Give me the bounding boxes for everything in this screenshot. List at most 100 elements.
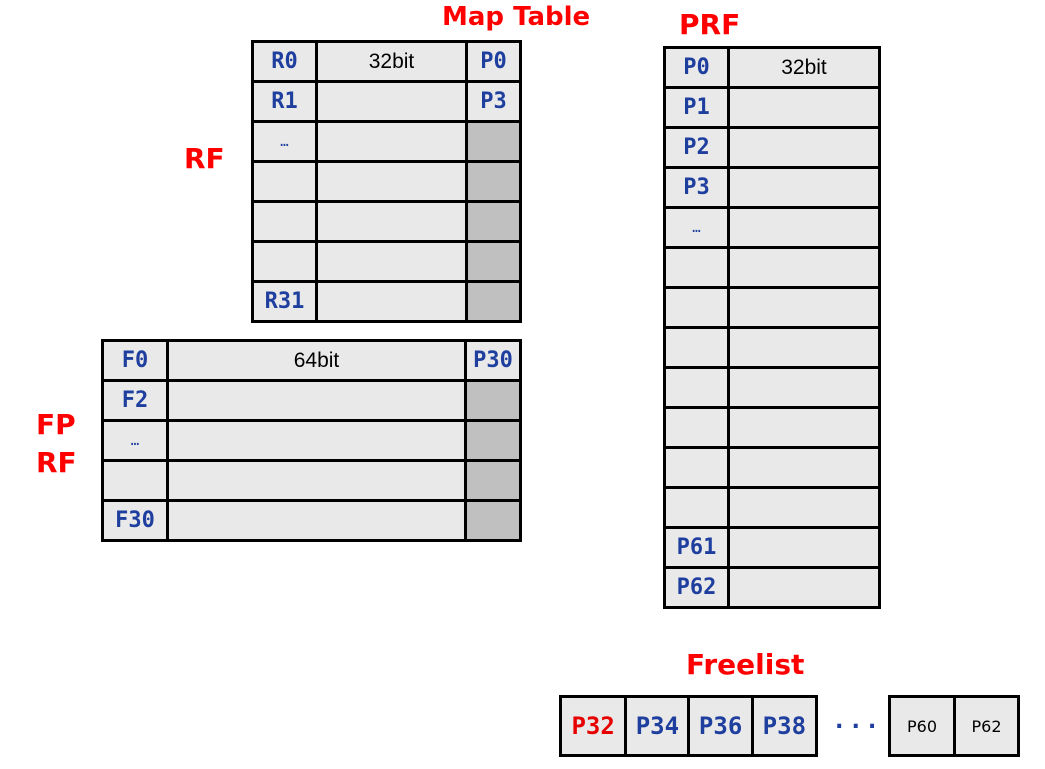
- fprf-row: [101, 459, 522, 502]
- prf-value-cell: [727, 206, 881, 249]
- prf-value-cell: [727, 446, 881, 489]
- prf-row: [663, 246, 881, 289]
- fprf-reg-name: F2: [101, 379, 169, 422]
- prf-reg-name: P62: [663, 566, 730, 609]
- rf-map-entry: [465, 240, 522, 283]
- rf-reg-name: [251, 160, 318, 203]
- prf-reg-name: P3: [663, 166, 730, 209]
- prf-value-cell: [727, 86, 881, 129]
- prf-value-cell: [727, 246, 881, 289]
- prf-reg-name: [663, 446, 730, 489]
- prf-row: P61: [663, 526, 881, 569]
- fprf-reg-name: [101, 459, 169, 502]
- rf-value-cell: [315, 280, 468, 323]
- prf-row: P1: [663, 86, 881, 129]
- rf-row: [251, 200, 522, 243]
- prf-value-cell: [727, 166, 881, 209]
- prf-row: P62: [663, 566, 881, 609]
- rf-value-cell: 32bit: [315, 40, 468, 83]
- fprf-map-entry: [464, 459, 522, 502]
- fprf-map-entry: [464, 499, 522, 542]
- rf-value-cell: [315, 200, 468, 243]
- rf-label: RF: [184, 142, 225, 175]
- prf-value-cell: [727, 126, 881, 169]
- prf-value-cell: [727, 526, 881, 569]
- prf-reg-name: P61: [663, 526, 730, 569]
- prf-row: [663, 486, 881, 529]
- rf-reg-name: [251, 200, 318, 243]
- rf-map-entry: P3: [465, 80, 522, 123]
- fprf-row: …: [101, 419, 522, 462]
- rf-reg-name: R0: [251, 40, 318, 83]
- rf-reg-name: …: [251, 120, 318, 163]
- rf-reg-name: R31: [251, 280, 318, 323]
- rf-value-cell: [315, 240, 468, 283]
- prf-reg-name: [663, 286, 730, 329]
- freelist-ellipsis: ···: [832, 712, 882, 740]
- fprf-reg-name: F0: [101, 339, 169, 382]
- fprf-reg-name: …: [101, 419, 169, 462]
- prf-row: [663, 366, 881, 409]
- rf-map-entry: [465, 280, 522, 323]
- prf-row: P2: [663, 126, 881, 169]
- rf-row: …: [251, 120, 522, 163]
- prf-row: …: [663, 206, 881, 249]
- prf-value-cell: [727, 486, 881, 529]
- rf-map-entry: [465, 160, 522, 203]
- prf-value-cell: [727, 326, 881, 369]
- fprf-map-entry: P30: [464, 339, 522, 382]
- prf-reg-name: [663, 326, 730, 369]
- prf-row: [663, 446, 881, 489]
- rf-map-entry: P0: [465, 40, 522, 83]
- rf-row: [251, 160, 522, 203]
- freelist-entry: P60: [888, 695, 956, 757]
- fp-rf-label-line2: RF: [36, 446, 77, 479]
- fprf-row: F30: [101, 499, 522, 542]
- map-table-title: Map Table: [442, 2, 591, 32]
- rf-map-entry: [465, 120, 522, 163]
- rf-row: [251, 240, 522, 283]
- prf-reg-name: [663, 486, 730, 529]
- prf-value-cell: [727, 366, 881, 409]
- prf-row: [663, 326, 881, 369]
- prf-title: PRF: [679, 8, 741, 41]
- fprf-reg-name: F30: [101, 499, 169, 542]
- freelist-entry: P38: [750, 695, 819, 757]
- rf-value-cell: [315, 160, 468, 203]
- rf-reg-name: R1: [251, 80, 318, 123]
- rf-reg-name: [251, 240, 318, 283]
- fprf-map-entry: [464, 379, 522, 422]
- prf-reg-name: [663, 366, 730, 409]
- freelist-head-entry: P32: [558, 695, 628, 757]
- prf-value-cell: [727, 566, 881, 609]
- fprf-value-cell: [166, 499, 467, 542]
- fp-rf-label-line1: FP: [36, 408, 76, 441]
- prf-value-cell: [727, 286, 881, 329]
- prf-reg-name: P0: [663, 46, 730, 89]
- rf-row: R31: [251, 280, 522, 323]
- freelist-entry: P34: [624, 695, 691, 757]
- fprf-map-entry: [464, 419, 522, 462]
- fprf-value-cell: [166, 459, 467, 502]
- prf-row: [663, 286, 881, 329]
- fprf-value-cell: [166, 419, 467, 462]
- rf-row: R1 P3: [251, 80, 522, 123]
- prf-row: [663, 406, 881, 449]
- prf-reg-name: …: [663, 206, 730, 249]
- prf-value-cell: [727, 406, 881, 449]
- prf-reg-name: [663, 406, 730, 449]
- rf-value-cell: [315, 80, 468, 123]
- freelist-title: Freelist: [686, 648, 805, 681]
- freelist-entry: P36: [687, 695, 754, 757]
- rf-map-entry: [465, 200, 522, 243]
- fprf-value-cell: [166, 379, 467, 422]
- prf-row: P3: [663, 166, 881, 209]
